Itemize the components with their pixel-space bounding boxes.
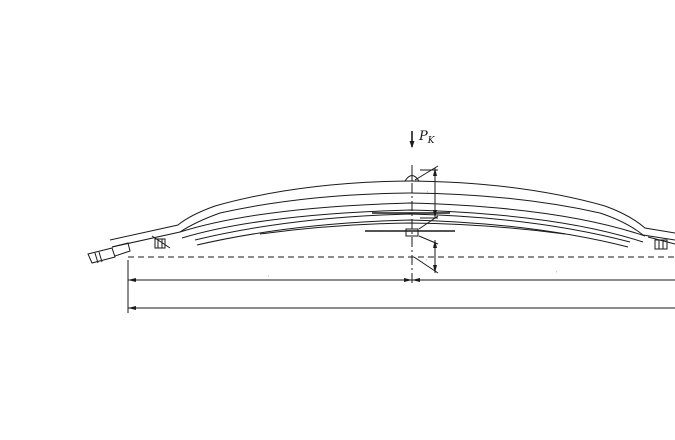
third-leaf-top <box>194 213 631 243</box>
load-arrow <box>409 131 415 148</box>
full-span-dimension <box>128 306 675 310</box>
height-dimension-bottom <box>413 235 439 274</box>
load-label: PK <box>418 129 436 146</box>
third-leaf-bottom <box>196 219 629 248</box>
main-leaf-bottom-edge <box>111 192 675 248</box>
top-height-value: , <box>427 188 428 193</box>
left-span-value: , <box>268 272 269 277</box>
fourth-leaf <box>259 222 566 235</box>
height-dimension-top <box>414 165 439 230</box>
second-leaf-top <box>179 202 646 237</box>
left-spring-eye <box>87 235 171 264</box>
half-span-dimension <box>127 260 675 313</box>
spring-leaves <box>109 180 675 248</box>
bottom-height-value: , <box>426 256 427 261</box>
second-leaf-bottom <box>181 209 644 243</box>
right-span-value: , <box>556 268 557 273</box>
right-spring-clip <box>647 236 675 250</box>
